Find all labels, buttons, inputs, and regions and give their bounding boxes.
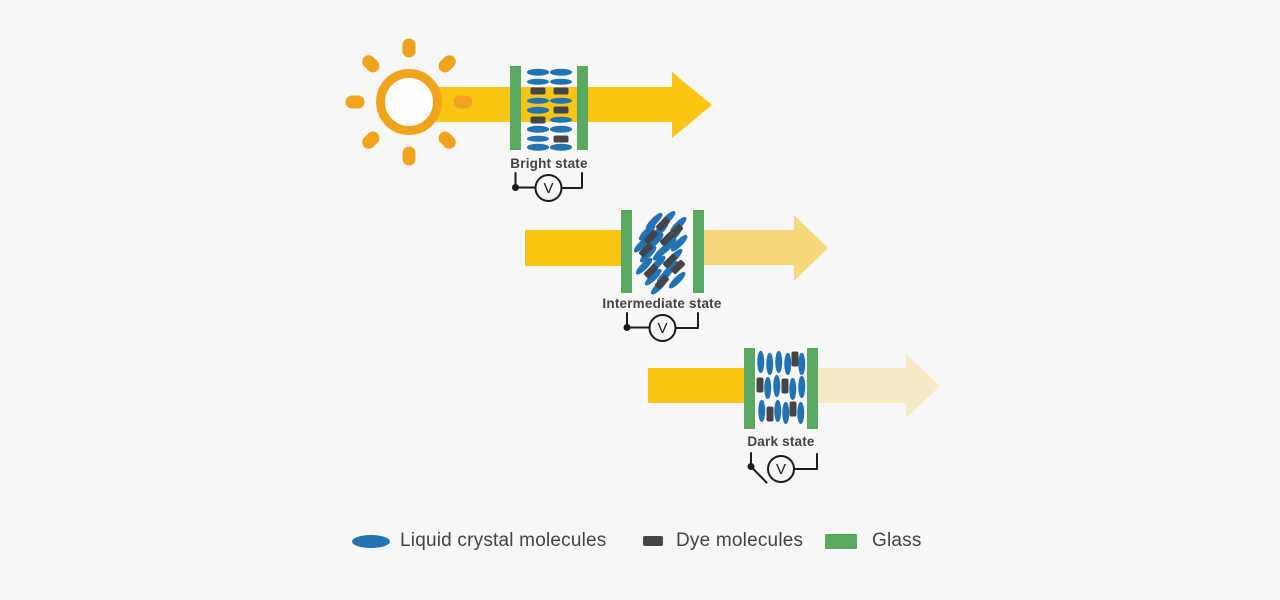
liquid-crystal-molecule (527, 68, 549, 76)
liquid-crystal-molecule (550, 78, 572, 85)
light-arrow-incoming (525, 230, 621, 266)
legend-item-glass: Glass (825, 528, 922, 554)
legend-item-liquid-crystal: Liquid crystal molecules (352, 528, 607, 554)
state-label-bright: Bright state (510, 156, 588, 171)
liquid-crystal-molecule (527, 135, 549, 142)
dye-molecule (553, 135, 569, 142)
glass-panel-intermediate (621, 208, 704, 297)
voltage-source-circuit-open: V (747, 452, 818, 484)
dye-molecule (791, 351, 799, 367)
liquid-crystal-molecule (766, 353, 774, 375)
legend-label: Liquid crystal molecules (400, 530, 607, 551)
dye-molecule (530, 87, 546, 95)
voltage-source-circuit-closed: V (623, 312, 699, 342)
dye-molecule (781, 378, 789, 394)
liquid-crystal-molecule (789, 378, 797, 400)
molecule-area (510, 66, 588, 151)
liquid-crystal-molecule (527, 125, 549, 133)
liquid-crystal-molecule (764, 377, 772, 399)
state-label-intermediate: Intermediate state (602, 296, 722, 311)
liquid-crystal-molecule (798, 376, 806, 398)
dye-molecule (553, 87, 569, 95)
dye-molecule (766, 406, 774, 422)
legend-label: Dye molecules (676, 530, 804, 551)
glass-bar (577, 66, 588, 150)
liquid-crystal-molecule (757, 351, 765, 373)
voltage-source-circuit-closed: V (512, 172, 583, 202)
legend-label: Glass (872, 530, 922, 551)
liquid-crystal-molecule (782, 402, 790, 424)
legend-item-dye: Dye molecules (643, 528, 803, 554)
liquid-crystal-molecule (784, 353, 792, 375)
liquid-crystal-molecule (527, 106, 549, 114)
liquid-crystal-molecule (774, 400, 782, 422)
liquid-crystal-molecule (758, 400, 766, 422)
dye-molecule (756, 377, 764, 393)
glass-panel-bright (510, 66, 588, 151)
liquid-crystal-molecule (775, 351, 783, 373)
liquid-crystal-molecule (527, 97, 549, 104)
voltmeter-symbol: V (776, 461, 786, 478)
light-arrow-outgoing-reduced (704, 215, 828, 281)
glass-icon (825, 533, 857, 549)
voltmeter-symbol: V (657, 320, 667, 337)
liquid-crystal-molecule (550, 68, 572, 76)
liquid-crystal-molecule (798, 353, 806, 375)
liquid-crystal-molecule (550, 116, 572, 123)
liquid-crystal-molecule (550, 125, 572, 133)
glass-bar (807, 348, 818, 429)
liquid-crystal-molecule-icon (352, 534, 390, 548)
glass-bar (744, 348, 755, 429)
sun-icon (345, 38, 473, 166)
light-arrow-incoming (648, 368, 744, 403)
open-switch-blade (750, 465, 768, 484)
dye-molecule (789, 401, 797, 417)
glass-panel-dark (744, 348, 818, 429)
glass-bar (621, 210, 632, 293)
liquid-crystal-molecule (550, 97, 572, 104)
liquid-crystal-molecule (550, 143, 572, 151)
liquid-crystal-molecule (527, 78, 549, 85)
dye-molecule-icon (643, 536, 663, 546)
state-label-dark: Dark state (747, 434, 815, 449)
glass-bar (693, 210, 704, 293)
light-arrow-outgoing-low (818, 354, 940, 418)
dye-molecule (553, 106, 569, 114)
liquid-crystal-molecule (773, 375, 781, 397)
molecule-area (621, 208, 704, 297)
light-arrow-bright (436, 72, 712, 138)
dye-molecule (530, 116, 546, 123)
voltmeter-symbol: V (543, 180, 553, 197)
liquid-crystal-molecule (527, 143, 549, 151)
liquid-crystal-molecule (797, 402, 805, 424)
switch-contact (512, 184, 519, 191)
switch-contact (623, 324, 631, 331)
glass-bar (510, 66, 521, 150)
